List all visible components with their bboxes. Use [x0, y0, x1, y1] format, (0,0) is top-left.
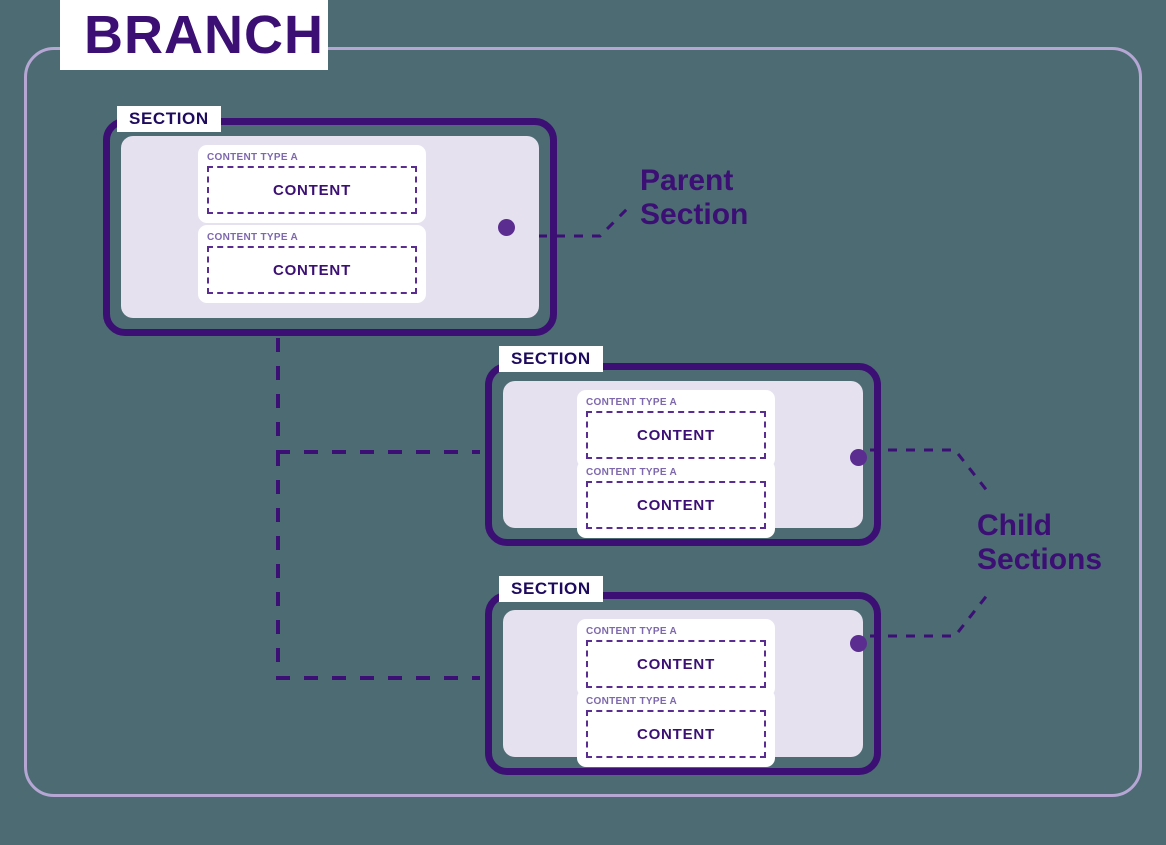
child-section-2-tab: SECTION — [499, 576, 603, 602]
content-card[interactable]: CONTENT TYPE A CONTENT — [198, 145, 426, 223]
branch-title: BRANCH — [60, 0, 328, 70]
branch-container — [24, 47, 1142, 797]
parent-section-tab: SECTION — [117, 106, 221, 132]
content-card[interactable]: CONTENT TYPE A CONTENT — [198, 225, 426, 303]
content-card-label: CONTENT TYPE A — [586, 696, 678, 707]
content-card-text: CONTENT — [636, 496, 716, 514]
content-card-text: CONTENT — [636, 725, 716, 743]
parent-section-connector-dot[interactable] — [498, 219, 515, 236]
child-section-1-tab-label: SECTION — [511, 349, 591, 368]
content-card-label: CONTENT TYPE A — [586, 467, 678, 478]
child-section-1-tab: SECTION — [499, 346, 603, 372]
annotation-parent-section: Parent Section — [640, 164, 749, 231]
content-card-text: CONTENT — [272, 261, 352, 279]
content-card[interactable]: CONTENT TYPE A CONTENT — [577, 460, 775, 538]
branch-title-label: BRANCH — [84, 5, 324, 65]
content-card-body: CONTENT — [586, 411, 766, 459]
content-card-label: CONTENT TYPE A — [586, 397, 678, 408]
content-card[interactable]: CONTENT TYPE A CONTENT — [577, 689, 775, 767]
content-card-body: CONTENT — [586, 481, 766, 529]
child-section-1-connector-dot[interactable] — [850, 449, 867, 466]
child-section-2[interactable]: CONTENT TYPE A CONTENT CONTENT TYPE A CO… — [485, 592, 881, 775]
content-card-text: CONTENT — [272, 181, 352, 199]
content-card-text: CONTENT — [636, 655, 716, 673]
content-card-body: CONTENT — [207, 246, 417, 294]
content-card-text: CONTENT — [636, 426, 716, 444]
content-card-body: CONTENT — [586, 640, 766, 688]
content-card-body: CONTENT — [207, 166, 417, 214]
child-section-2-tab-label: SECTION — [511, 579, 591, 598]
content-card-body: CONTENT — [586, 710, 766, 758]
child-section-1[interactable]: CONTENT TYPE A CONTENT CONTENT TYPE A CO… — [485, 363, 881, 546]
content-card[interactable]: CONTENT TYPE A CONTENT — [577, 390, 775, 468]
parent-section-tab-label: SECTION — [129, 109, 209, 128]
content-card[interactable]: CONTENT TYPE A CONTENT — [577, 619, 775, 697]
parent-section[interactable]: CONTENT TYPE A CONTENT CONTENT TYPE A CO… — [103, 118, 557, 336]
child-section-2-connector-dot[interactable] — [850, 635, 867, 652]
content-card-label: CONTENT TYPE A — [207, 152, 299, 163]
content-card-label: CONTENT TYPE A — [207, 232, 299, 243]
content-card-label: CONTENT TYPE A — [586, 626, 678, 637]
annotation-child-sections: Child Sections — [977, 509, 1103, 576]
